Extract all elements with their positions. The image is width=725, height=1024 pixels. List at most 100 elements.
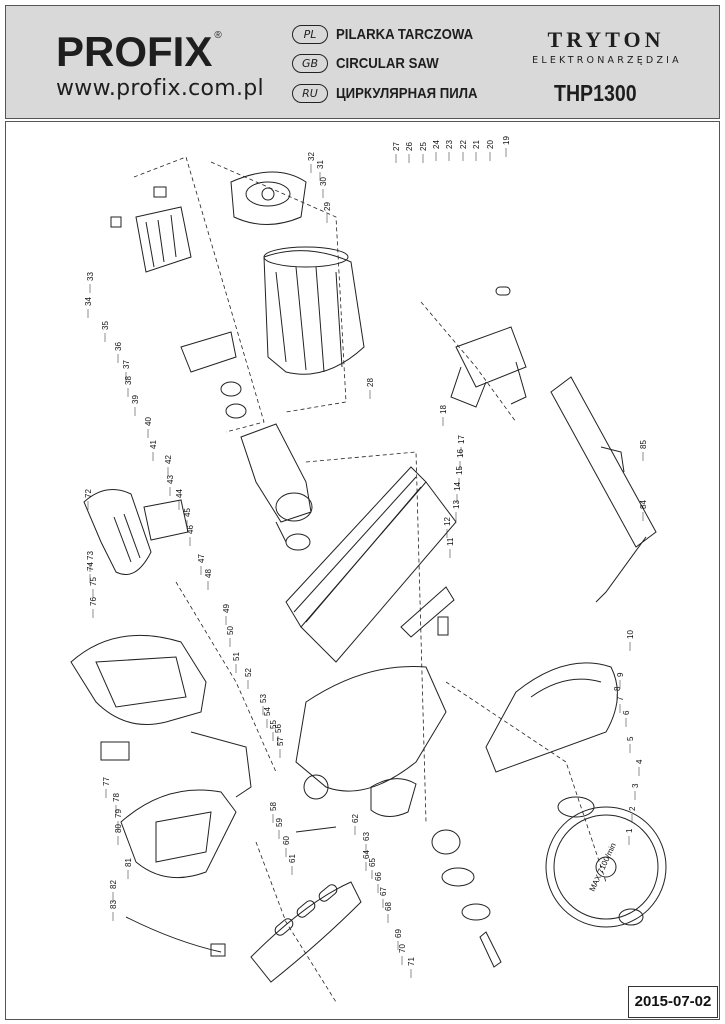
lang-badge-ru: RU <box>292 83 328 103</box>
part-number-label: 40 <box>144 417 153 426</box>
part-number-label: 51 <box>232 652 241 661</box>
part-number-label: 30 <box>319 177 328 186</box>
bearing-39 <box>225 403 247 419</box>
motor-end-cap <box>230 171 307 225</box>
depth-adjustment <box>450 286 527 408</box>
tryton-logo: TRYTON <box>547 27 665 52</box>
part-number-label: 12 <box>443 517 452 526</box>
part-number-label: 15 <box>455 466 464 475</box>
part-number-label: 83 <box>109 900 118 909</box>
part-number-label: 76 <box>89 597 98 606</box>
part-number-label: 60 <box>282 836 291 845</box>
part-number-label: 78 <box>112 793 121 802</box>
flange-2 <box>618 908 644 926</box>
part-number-label: 37 <box>122 360 131 369</box>
part-number-label: 14 <box>453 482 462 491</box>
part-number-label: 61 <box>288 854 297 863</box>
part-number-label: 80 <box>114 824 123 833</box>
title-pl: PILARKA TARCZOWA <box>336 25 474 43</box>
part-number-label: 24 <box>432 140 441 149</box>
part-number-label: 36 <box>114 342 123 351</box>
rear-housing <box>120 789 237 879</box>
assembly-lines <box>133 156 607 1003</box>
date-label: 2015-07-02 <box>628 986 718 1018</box>
part-number-label: 13 <box>452 500 461 509</box>
part-number-label: 25 <box>419 142 428 151</box>
part-number-label: 33 <box>86 272 95 281</box>
part-number-label: 7 <box>616 696 625 701</box>
part-number-label: 64 <box>362 850 371 859</box>
part-number-label: 48 <box>204 569 213 578</box>
part-number-label: 50 <box>226 626 235 635</box>
blade-guard <box>485 662 618 773</box>
part-number-label: 56 <box>274 724 283 733</box>
switch-part <box>143 499 189 541</box>
part-number-label: 44 <box>175 489 184 498</box>
saw-blade <box>545 806 667 928</box>
part-number-label: 22 <box>459 140 468 149</box>
part-number-label: 21 <box>472 140 481 149</box>
part-number-label: 27 <box>392 142 401 151</box>
part-number-label: 49 <box>222 604 231 613</box>
bracket-16 <box>400 586 455 638</box>
main-body <box>295 665 447 800</box>
part-number-label: 38 <box>124 376 133 385</box>
exploded-view-svg: MAX 7100/min 123456789101112131415161718… <box>70 136 667 1003</box>
blade-label: MAX 7100/min <box>588 841 618 892</box>
spring-15 <box>437 616 449 636</box>
part-number-label: 70 <box>398 944 407 953</box>
part-number-label: 19 <box>502 136 511 145</box>
part-number-label: 31 <box>316 160 325 169</box>
bearing-46 <box>285 533 311 551</box>
switch-77 <box>100 741 130 761</box>
part-number-label: 73 <box>86 551 95 560</box>
part-number-label: 41 <box>149 440 158 449</box>
part-number-label: 6 <box>622 710 631 715</box>
lang-row-pl: PL PILARKA TARCZOWA <box>292 24 492 44</box>
part-number-label: 53 <box>259 694 268 703</box>
part-number-label: 52 <box>244 668 253 677</box>
title-ru: ЦИРКУЛЯРНАЯ ПИЛА <box>336 84 478 102</box>
part-number-label: 59 <box>275 818 284 827</box>
lang-badge-gb: GB <box>292 53 328 73</box>
part-number-label: 58 <box>269 802 278 811</box>
part-number-label: 72 <box>84 489 93 498</box>
part-number-label: 23 <box>445 140 454 149</box>
part-number-label: 29 <box>323 202 332 211</box>
part-number-label: 46 <box>186 525 195 534</box>
part-number-label: 77 <box>102 777 111 786</box>
motor-housing <box>263 246 365 375</box>
part-number-label: 85 <box>639 440 648 449</box>
part-number-label: 16 <box>456 449 465 458</box>
part-number-label: 79 <box>114 809 123 818</box>
wrench <box>295 826 337 833</box>
part-number-label: 74 <box>86 562 95 571</box>
part-number-label: 57 <box>276 737 285 746</box>
part-number-label: 9 <box>616 672 625 677</box>
part-number-label: 81 <box>124 858 133 867</box>
part-number-label: 4 <box>635 759 644 764</box>
part-number-label: 45 <box>183 508 192 517</box>
part-number-label: 32 <box>307 152 316 161</box>
title-gb: CIRCULAR SAW <box>336 54 439 72</box>
part-number-label: 54 <box>263 707 272 716</box>
stator <box>110 186 192 273</box>
rip-fence <box>550 376 657 603</box>
base-plate <box>285 466 457 663</box>
part-number-label: 17 <box>457 435 466 444</box>
part-number-label: 75 <box>89 577 98 586</box>
part-number-label: 18 <box>439 405 448 414</box>
header-panel: PROFIX® www.profix.com.pl PL PILARKA TAR… <box>5 5 720 119</box>
part-number-label: 26 <box>405 142 414 151</box>
housing-left <box>70 634 207 725</box>
gear-shaft-group <box>370 778 502 968</box>
part-number-label: 35 <box>101 321 110 330</box>
plug <box>210 943 226 957</box>
front-handle <box>250 881 362 983</box>
part-number-label: 71 <box>407 957 416 966</box>
bearing-38 <box>220 381 242 397</box>
part-labels: 1234567891011121314151617181920212223242… <box>84 136 648 978</box>
website-url: www.profix.com.pl <box>56 76 264 101</box>
power-cord <box>125 916 222 953</box>
